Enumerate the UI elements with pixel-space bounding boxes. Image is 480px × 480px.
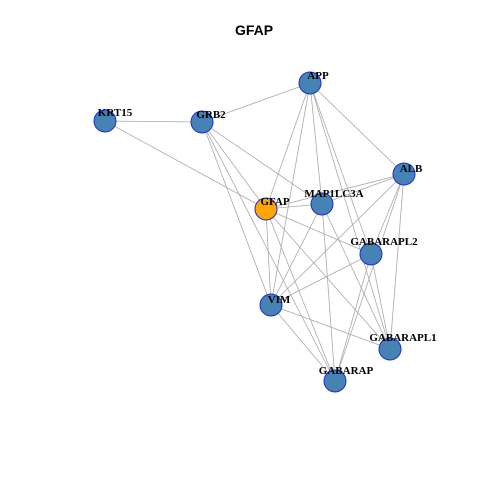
- edge-alb-gabarapl1: [389, 173, 405, 350]
- edge-gfap-gabarapl1: [265, 208, 391, 350]
- node-app: [298, 71, 322, 95]
- edge-alb-map1lc3a: [321, 173, 405, 205]
- edge-map1lc3a-gabarapl1: [321, 203, 391, 350]
- edge-app-map1lc3a: [309, 82, 323, 205]
- node-label-grb2: GRB2: [196, 109, 226, 121]
- graph-title: GFAP: [235, 22, 273, 38]
- node-label-gabarapl1: GABARAPL1: [369, 332, 436, 344]
- node-label-gfap: GFAP: [260, 196, 289, 208]
- edge-alb-gabarapl2: [370, 173, 405, 255]
- edge-krt15-grb2: [104, 120, 203, 123]
- edge-app-gabarapl1: [309, 82, 391, 350]
- edge-app-grb2: [201, 82, 311, 123]
- node-gfap: [254, 197, 278, 221]
- node-alb: [392, 162, 416, 186]
- edge-gfap-vim: [265, 208, 272, 306]
- node-vim: [259, 293, 283, 317]
- node-krt15: [93, 109, 117, 133]
- edge-grb2-gfap: [201, 121, 267, 210]
- node-gabarapl1: [378, 337, 402, 361]
- node-layer: [93, 71, 416, 393]
- node-map1lc3a: [310, 192, 334, 216]
- node-label-vim: VIM: [268, 294, 291, 306]
- node-label-alb: ALB: [400, 163, 423, 175]
- edge-gabarapl2-gabarap: [334, 253, 372, 382]
- edge-alb-gabarap: [334, 173, 405, 382]
- edge-gabarapl2-vim: [270, 253, 372, 306]
- node-gabarap: [323, 369, 347, 393]
- edge-app-gfap: [265, 82, 311, 210]
- edge-alb-gfap: [265, 173, 405, 210]
- node-label-map1lc3a: MAP1LC3A: [304, 188, 363, 200]
- edge-gabarapl2-gabarapl1: [370, 253, 391, 350]
- edge-gfap-gabarap: [265, 208, 336, 382]
- edge-map1lc3a-gabarap: [321, 203, 336, 382]
- edge-vim-gabarap: [270, 304, 336, 382]
- node-gabarapl2: [359, 242, 383, 266]
- node-label-gabarapl2: GABARAPL2: [350, 236, 418, 248]
- node-label-gabarap: GABARAP: [319, 365, 374, 377]
- edge-krt15-gfap: [104, 120, 267, 210]
- node-label-krt15: KRT15: [98, 107, 133, 119]
- edge-grb2-map1lc3a: [201, 121, 323, 205]
- edge-app-gabarapl2: [309, 82, 372, 255]
- edge-vim-gabarapl1: [270, 304, 391, 350]
- edge-app-vim: [270, 82, 311, 306]
- edge-grb2-vim: [201, 121, 272, 306]
- node-label-app: APP: [307, 70, 329, 82]
- edge-app-alb: [309, 82, 405, 175]
- edge-gfap-gabarapl2: [265, 208, 372, 255]
- edge-map1lc3a-vim: [270, 203, 323, 306]
- edge-layer: [104, 82, 405, 382]
- node-grb2: [190, 110, 214, 134]
